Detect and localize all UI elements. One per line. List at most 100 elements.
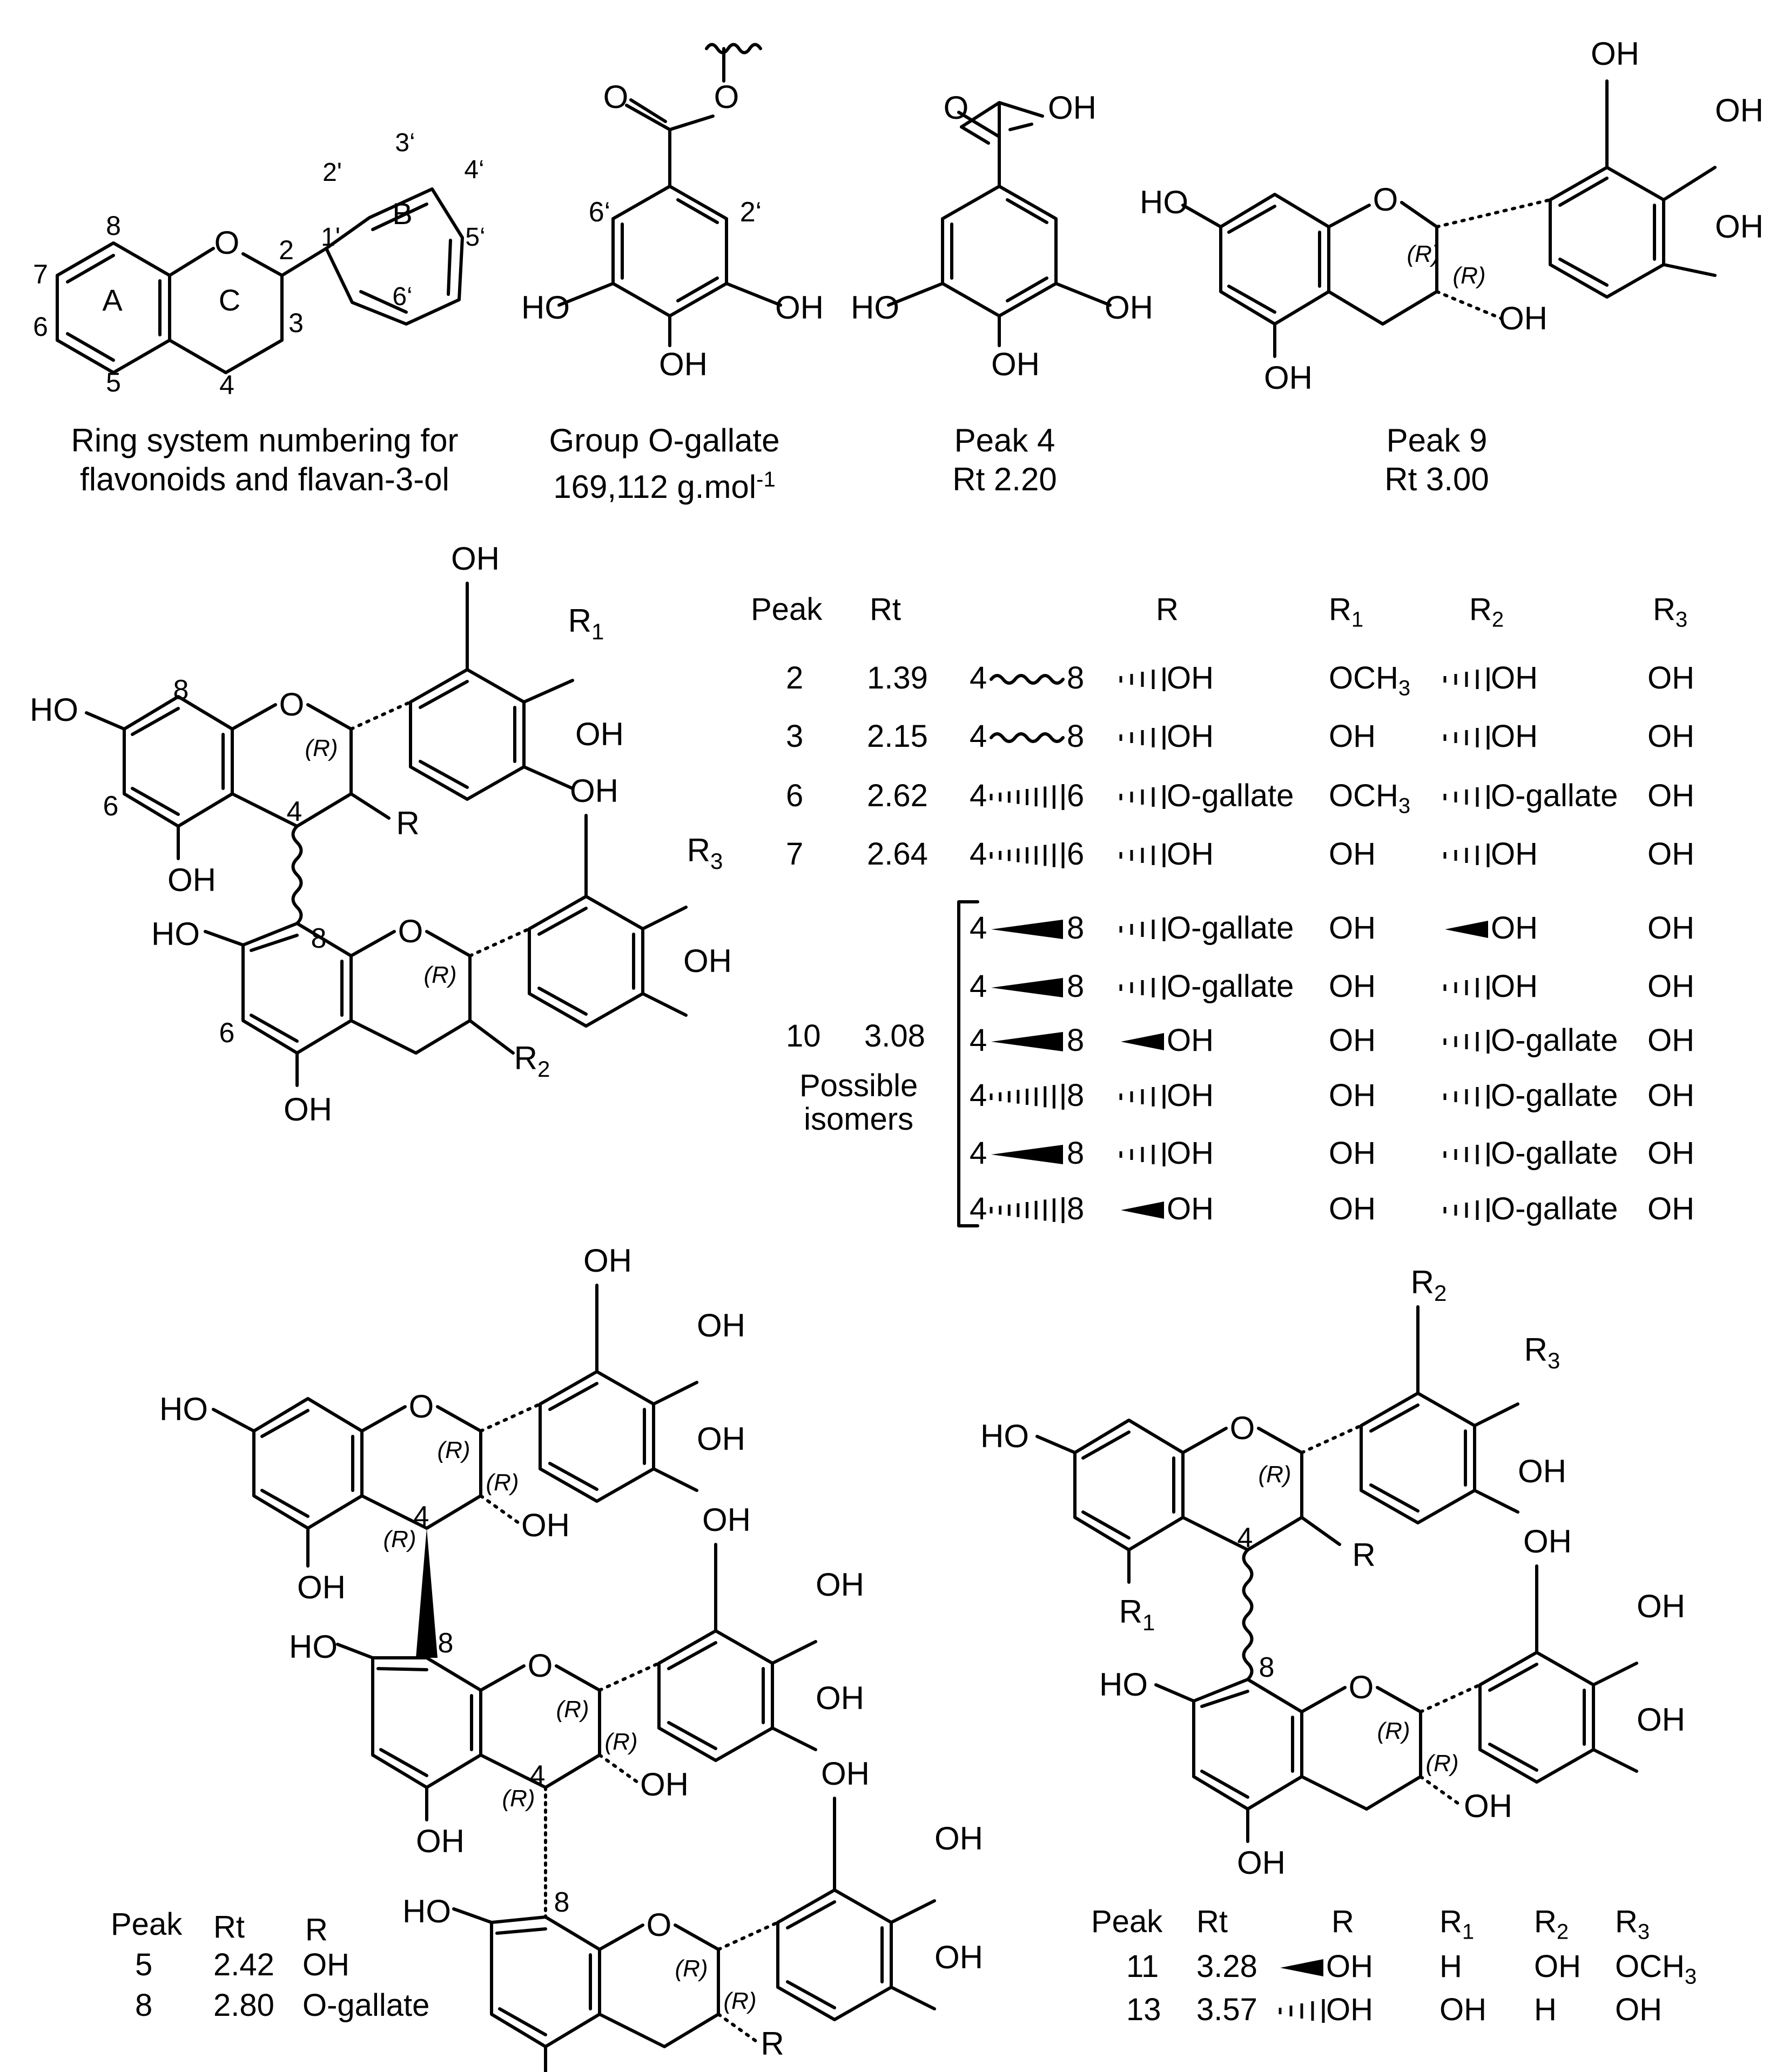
dimer-row-r: OH	[1167, 660, 1214, 696]
bottom-table-header-rt: Rt	[1196, 1904, 1228, 1939]
isomer-row-r: OH	[1167, 1191, 1214, 1226]
isomer-row-r1: OH	[1329, 910, 1376, 946]
dimer2-oh-3-lower: OH	[1464, 1788, 1512, 1824]
trimer-structure: HO O (R) (R) OH 4 (R) OH OH OH OH HO 8 O…	[159, 1243, 983, 2072]
peak10-note-line1: Possible	[799, 1068, 918, 1103]
dimer2-stereo-2-lower: (R)	[1377, 1718, 1410, 1744]
bottom-row-r: OH	[1326, 1992, 1373, 2027]
isomer-row-r-stereo	[1121, 1202, 1164, 1219]
dimer2-stereo-upper: (R)	[1258, 1461, 1291, 1488]
dimer-structure: HO 8 O (R) 6 4 R OH OH R1 OH HO 8 O (R) …	[30, 541, 732, 1128]
isomer-row-link-glyph	[991, 1145, 1063, 1164]
acid-oh-label: OH	[1048, 90, 1096, 126]
dimer2-ho-7-lower: HO	[1099, 1666, 1148, 1703]
isomer-row-link-to: 8	[1067, 969, 1085, 1004]
dimer-stereo-lower: (R)	[423, 962, 456, 988]
dimer-row-r2: OH	[1491, 719, 1538, 754]
trimer-stereo-3-u1: (R)	[486, 1469, 519, 1496]
dimer2-r3-label: R3	[1524, 1332, 1560, 1373]
trimer-wedge-bond-1	[416, 1528, 438, 1658]
dimer-oh-3p-upper: OH	[451, 541, 500, 577]
peak9-structure: HO O (R) (R) OH OH OH OH OH	[1140, 36, 1764, 396]
peak9-oh-5p: OH	[1715, 208, 1764, 245]
position-6-label: 6	[33, 312, 48, 342]
bottom-row-r1: OH	[1439, 1992, 1486, 2027]
peak9-oh-3: OH	[1499, 300, 1548, 336]
position-4-label: 4	[219, 370, 234, 400]
trimer-row2-r: O-gallate	[302, 1988, 430, 2023]
dimer-row-rt: 1.39	[867, 660, 928, 696]
dimer-row-peak: 2	[786, 660, 804, 696]
position-3p-label: 3‘	[395, 129, 415, 157]
dimer-row-r3: OH	[1647, 719, 1694, 754]
trimer-pos4-u1: 4	[414, 1501, 429, 1532]
position-1p-label: 1'	[321, 223, 340, 252]
trimer-r-label: R	[761, 2026, 784, 2062]
o-gallate-structure: O O 6‘ 2‘ HO OH OH	[521, 43, 824, 382]
trimer-stereo-3-u2: (R)	[604, 1729, 637, 1755]
trimer-o-u1: O	[409, 1388, 434, 1425]
isomer-row-link-from: 4	[970, 1136, 987, 1171]
dimer-ho-lower: HO	[151, 916, 200, 952]
dimer2-oh-5-lower: OH	[1237, 1845, 1286, 1881]
isomer-row-r: OH	[1167, 1023, 1214, 1058]
bottom-row-r-stereo	[1280, 1959, 1323, 1976]
isomer-row-r: OH	[1167, 1136, 1214, 1171]
dimer-row-link-glyph	[990, 732, 1065, 743]
trimer-table-header-peak: Peak	[111, 1907, 183, 1942]
position-7-label: 7	[33, 259, 48, 289]
isomer-row-r2: O-gallate	[1491, 1191, 1618, 1226]
isomer-row-r2: OH	[1491, 969, 1538, 1004]
isomer-row-link-from: 4	[970, 1078, 987, 1113]
dimer-table-header-r2: R2	[1469, 592, 1504, 632]
isomer-row-r: O-gallate	[1167, 910, 1294, 946]
dimer-table-header-rt: Rt	[870, 592, 901, 627]
isomer-row-r3: OH	[1647, 910, 1694, 946]
dimer2-oh-4p-lower: OH	[1637, 1588, 1685, 1624]
position-5-label: 5	[106, 367, 121, 397]
isomer-row-link-glyph	[991, 1032, 1063, 1051]
isomer-row-r1: OH	[1329, 1023, 1376, 1058]
position-6p-label: 6‘	[392, 282, 412, 311]
trimer-stereo-4-u1: (R)	[383, 1526, 416, 1553]
isomer-row-r2: O-gallate	[1491, 1136, 1618, 1171]
trimer-o-u2: O	[528, 1648, 553, 1684]
trimer-stereo-2-u2: (R)	[556, 1696, 589, 1723]
isomer-row-r3: OH	[1647, 969, 1694, 1004]
dimer-row-link-glyph	[990, 674, 1065, 685]
dimer-o-upper: O	[279, 686, 305, 723]
dimer-r1-label: R1	[568, 603, 604, 644]
bottom-row-peak: 11	[1126, 1949, 1159, 1984]
bottom-row-rt: 3.57	[1196, 1992, 1257, 2027]
dimer-oh-3p-lower: OH	[570, 773, 618, 809]
dimer-row-link-to: 8	[1067, 660, 1085, 696]
peak9-oh-5: OH	[1264, 360, 1313, 396]
trimer-row2-peak: 8	[135, 1988, 153, 2023]
isomer-row-link-to: 8	[1067, 1136, 1085, 1171]
dimer-table-header-r3: R3	[1653, 592, 1688, 632]
dimer-row-peak: 7	[786, 836, 804, 872]
dimer-r3-label: R3	[687, 832, 723, 874]
trimer-oh-4p-u2: OH	[816, 1567, 864, 1603]
dimer-pos6-upper: 6	[103, 791, 119, 822]
isomer-row-link-from: 4	[970, 969, 987, 1004]
dimer2-r1-label: R1	[1119, 1594, 1155, 1635]
isomer-row-r-stereo	[1121, 1033, 1164, 1050]
bottom-row-r2: OH	[1534, 1949, 1581, 1984]
peak10-note-line2: isomers	[804, 1102, 914, 1137]
isomer-row-r: OH	[1167, 1078, 1214, 1113]
dimer2-r-label: R	[1352, 1537, 1375, 1573]
position-2p-label: 2'	[322, 158, 342, 187]
dimer-pos4: 4	[287, 796, 302, 827]
dimer-row-link-to: 6	[1067, 836, 1085, 872]
trimer-pos8-u2: 8	[438, 1628, 454, 1659]
dimer-table-header-peak: Peak	[751, 592, 823, 627]
dimer-row-r1: OCH3	[1329, 660, 1411, 700]
position-3-label: 3	[288, 308, 304, 338]
isomer-row-link-from: 4	[970, 910, 987, 946]
dimer-row-r3: OH	[1647, 836, 1694, 872]
bottom-row-peak: 13	[1126, 1992, 1161, 2027]
trimer-ho-7-u1: HO	[159, 1391, 208, 1427]
trimer-pos8-u3: 8	[554, 1887, 570, 1918]
